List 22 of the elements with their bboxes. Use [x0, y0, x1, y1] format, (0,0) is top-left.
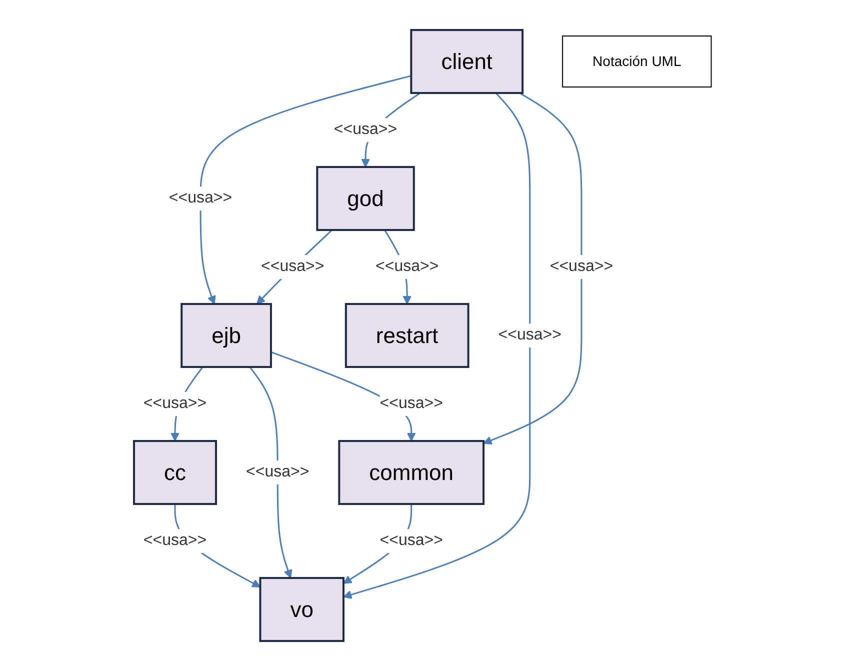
arrow	[256, 228, 333, 304]
node-box: client	[410, 28, 524, 94]
edge-label: <<usa>>	[246, 462, 310, 480]
edge-label: <<usa>>	[144, 394, 207, 412]
edge-label: <<usa>>	[169, 188, 232, 206]
node-box: ejb	[181, 302, 272, 368]
edge-label: <<usa>>	[376, 257, 440, 274]
node-box: Notación UML	[562, 35, 712, 87]
node-box: vo	[260, 576, 345, 642]
edge-label: <<usa>>	[261, 257, 325, 274]
node-box: restart	[345, 302, 470, 368]
edge-label: <<usa>>	[380, 394, 444, 412]
edge-label: <<usa>>	[498, 326, 562, 343]
edge-label: <<usa>>	[334, 120, 398, 138]
edge-label: <<usa>>	[144, 531, 207, 548]
node-box: god	[316, 166, 416, 230]
node-box: common	[338, 440, 485, 504]
node-box: cc	[133, 440, 218, 504]
edge-label: <<usa>>	[550, 257, 614, 274]
arrow	[250, 366, 293, 578]
edge-label: <<usa>>	[380, 531, 444, 548]
arrow	[484, 92, 583, 444]
